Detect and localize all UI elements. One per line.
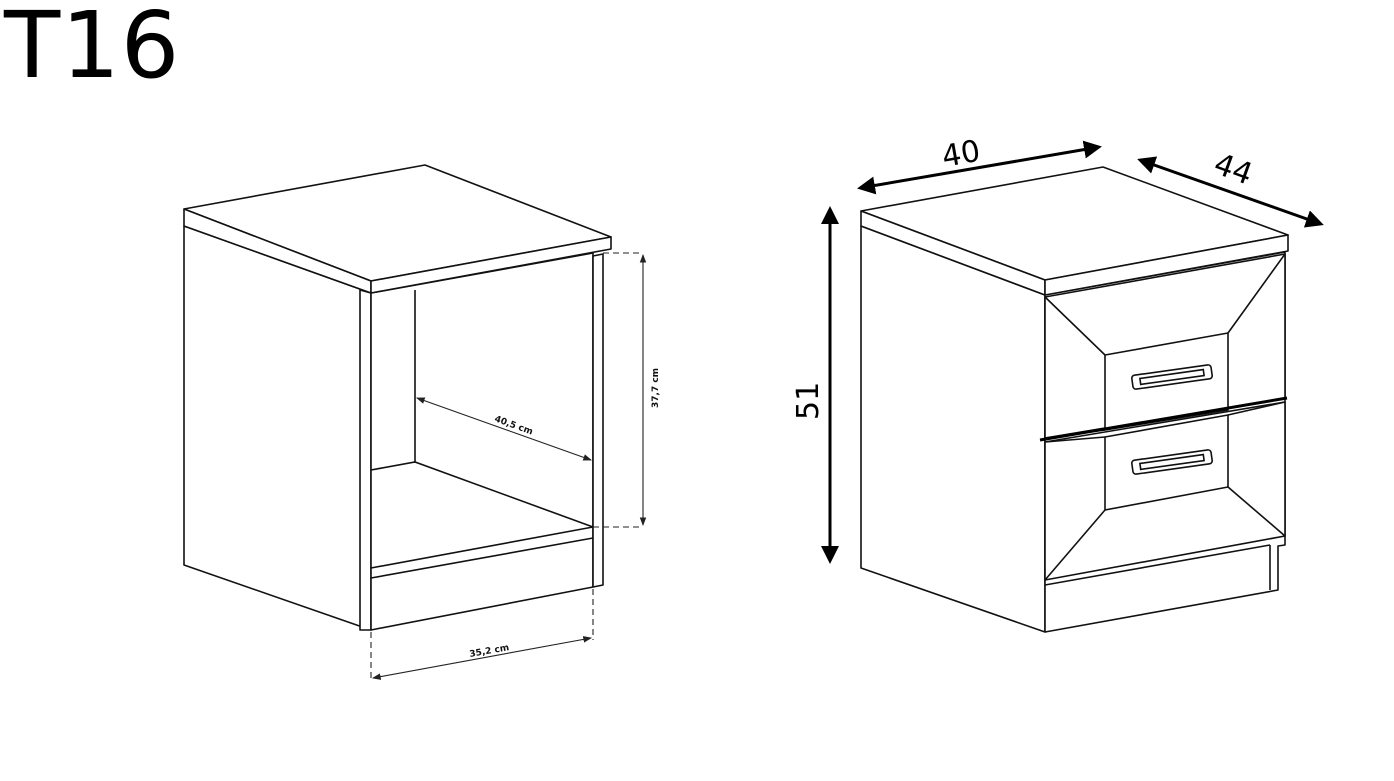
open-nightstand-drawing: 37,7 cm 40,5 cm 35,2 cm (183, 164, 661, 680)
upper-drawer (1044, 253, 1286, 439)
width-label: 40 (939, 134, 983, 175)
height-label: 51 (791, 382, 826, 420)
model-title: T16 (4, 0, 181, 99)
drawer-nightstand-drawing: 40 44 51 (791, 134, 1324, 633)
open-height-label: 37,7 cm (651, 368, 661, 408)
lower-drawer (1044, 401, 1286, 581)
open-width-label: 35,2 cm (469, 643, 510, 660)
